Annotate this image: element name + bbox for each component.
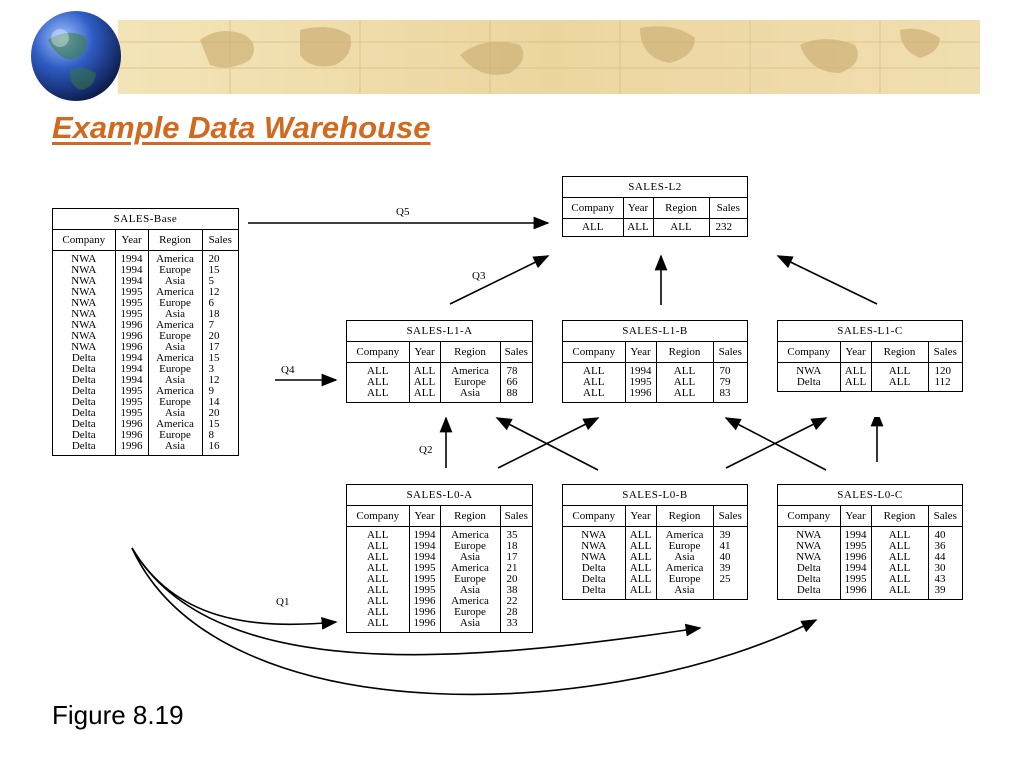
table-title: SALES-L1-A bbox=[347, 321, 532, 342]
cell-region: America Europe Asia America Europe Asia bbox=[655, 526, 713, 599]
cell-region: America Europe Asia America Europe Asia … bbox=[147, 250, 202, 455]
arrow-q3 bbox=[449, 255, 550, 305]
col-year: Year bbox=[624, 506, 656, 527]
table-title: SALES-L0-C bbox=[778, 485, 962, 506]
col-year: Year bbox=[408, 342, 440, 363]
cell-year: 1994 1994 1994 1995 1995 1995 1996 1996 … bbox=[114, 250, 148, 455]
cell-company: NWA NWA NWA NWA NWA NWA NWA NWA NWA Delt… bbox=[71, 253, 97, 452]
arrow-q1 bbox=[131, 547, 338, 630]
cell-region: ALL ALL ALL ALL ALL ALL bbox=[870, 526, 928, 599]
page-title: Example Data Warehouse bbox=[52, 110, 431, 145]
col-company: Company bbox=[563, 342, 625, 363]
cell-company: ALL ALL ALL bbox=[367, 365, 389, 399]
cell-company: ALL ALL ALL bbox=[583, 365, 605, 399]
cell-year: 1994 1995 1996 bbox=[624, 362, 656, 402]
col-sales: Sales bbox=[927, 506, 962, 527]
header-banner bbox=[31, 11, 980, 101]
table-title: SALES-L2 bbox=[563, 177, 747, 198]
label-q1: Q1 bbox=[276, 596, 290, 608]
figure-caption: Figure 8.19 bbox=[52, 700, 184, 730]
cell-region: America Europe Asia America Europe Asia … bbox=[439, 526, 500, 632]
col-company: Company bbox=[53, 230, 115, 251]
cell-year: ALL ALL bbox=[839, 362, 871, 391]
cell-region: ALL ALL ALL bbox=[655, 362, 713, 402]
label-q4: Q4 bbox=[281, 364, 295, 376]
col-region: Region bbox=[439, 342, 500, 363]
arrow-l0c-to-l1b bbox=[724, 417, 827, 471]
cell-year: ALL bbox=[622, 218, 653, 236]
cell-year: 1994 1995 1996 1994 1995 1996 bbox=[839, 526, 871, 599]
cell-company: NWA NWA NWA Delta Delta Delta bbox=[581, 529, 607, 596]
col-year: Year bbox=[624, 342, 656, 363]
col-company: Company bbox=[347, 506, 409, 527]
cell-sales: 232 bbox=[708, 218, 747, 236]
table-title: SALES-L1-B bbox=[563, 321, 747, 342]
cell-sales: 120 112 bbox=[927, 362, 962, 391]
cell-sales: 20 15 5 12 6 18 7 20 17 15 3 12 9 14 20 … bbox=[201, 250, 238, 455]
cell-sales: 39 41 40 39 25 bbox=[712, 526, 747, 599]
col-company: Company bbox=[347, 342, 409, 363]
col-year: Year bbox=[622, 198, 653, 219]
cell-company: ALL ALL ALL ALL ALL ALL ALL ALL ALL bbox=[367, 529, 389, 629]
crop-band bbox=[346, 405, 964, 417]
col-sales: Sales bbox=[201, 230, 238, 251]
table-title: SALES-L0-B bbox=[563, 485, 747, 506]
table-title: SALES-L1-C bbox=[778, 321, 962, 342]
cell-sales: 40 36 44 30 43 39 bbox=[927, 526, 962, 599]
col-region: Region bbox=[652, 198, 709, 219]
cell-company: ALL bbox=[582, 221, 604, 233]
col-sales: Sales bbox=[927, 342, 962, 363]
table-title: SALES-Base bbox=[53, 209, 238, 230]
col-region: Region bbox=[870, 342, 928, 363]
arrow-l0b-to-l1a bbox=[495, 417, 599, 471]
cell-sales: 78 66 88 bbox=[499, 362, 532, 402]
cell-year: ALL ALL ALL ALL ALL ALL bbox=[624, 526, 656, 599]
arrow-l0a-to-l1b bbox=[497, 417, 600, 469]
label-q5: Q5 bbox=[396, 206, 410, 218]
col-region: Region bbox=[147, 230, 202, 251]
col-region: Region bbox=[655, 506, 713, 527]
arrow-l1c-to-l2 bbox=[776, 255, 878, 305]
label-q3: Q3 bbox=[472, 270, 486, 282]
col-sales: Sales bbox=[712, 506, 747, 527]
label-q2: Q2 bbox=[419, 444, 433, 456]
cell-sales: 70 79 83 bbox=[712, 362, 747, 402]
cell-company: NWA Delta bbox=[796, 365, 822, 388]
col-company: Company bbox=[778, 342, 840, 363]
col-year: Year bbox=[839, 506, 871, 527]
col-year: Year bbox=[839, 342, 871, 363]
cell-region: ALL bbox=[652, 218, 709, 236]
col-year: Year bbox=[114, 230, 148, 251]
cell-region: America Europe Asia bbox=[439, 362, 500, 402]
cell-year: ALL ALL ALL bbox=[408, 362, 440, 402]
col-sales: Sales bbox=[499, 506, 532, 527]
col-region: Region bbox=[439, 506, 500, 527]
cell-region: ALL ALL bbox=[870, 362, 928, 391]
cell-sales: 35 18 17 21 20 38 22 28 33 bbox=[499, 526, 532, 632]
table-title: SALES-L0-A bbox=[347, 485, 532, 506]
cell-year: 1994 1994 1994 1995 1995 1995 1996 1996 … bbox=[408, 526, 440, 632]
col-company: Company bbox=[778, 506, 840, 527]
col-sales: Sales bbox=[499, 342, 532, 363]
cell-company: NWA NWA NWA Delta Delta Delta bbox=[796, 529, 822, 596]
col-year: Year bbox=[408, 506, 440, 527]
col-sales: Sales bbox=[708, 198, 747, 219]
arrow-l0b-to-l1c bbox=[725, 417, 828, 469]
col-region: Region bbox=[870, 506, 928, 527]
col-company: Company bbox=[563, 506, 625, 527]
col-region: Region bbox=[655, 342, 713, 363]
col-company: Company bbox=[563, 198, 623, 219]
col-sales: Sales bbox=[712, 342, 747, 363]
